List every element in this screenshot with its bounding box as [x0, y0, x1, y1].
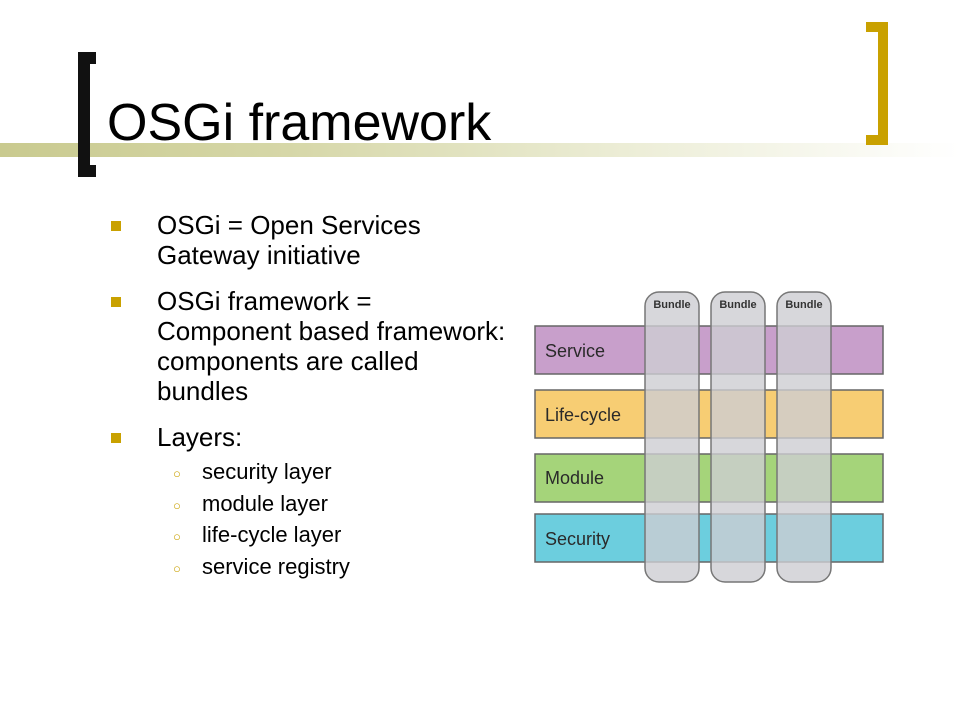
bundle-column: Bundle: [776, 291, 832, 583]
bullet-item: Layers: ○ security layer ○ module layer …: [108, 422, 508, 582]
sub-bullet-text: life-cycle layer: [202, 522, 342, 547]
hollow-circle-bullet-icon: ○: [173, 466, 181, 481]
layer-label: Service: [545, 341, 605, 361]
sub-bullet-list: ○ security layer ○ module layer ○ life-c…: [117, 456, 508, 582]
left-bracket-decoration: [78, 52, 96, 177]
bundle-shape: [644, 291, 700, 583]
bundle-label: Bundle: [653, 299, 690, 311]
bullet-text: OSGi framework = Component based framewo…: [157, 286, 506, 406]
slide-title: OSGi framework: [107, 94, 492, 152]
sub-bullet-item: ○ life-cycle layer: [117, 519, 508, 551]
sub-bullet-text: security layer: [202, 459, 332, 484]
bundle-column: Bundle: [644, 291, 700, 583]
bundle-shape: [710, 291, 766, 583]
sub-bullet-text: service registry: [202, 553, 350, 579]
title-underline-bar: [0, 143, 960, 157]
sub-bullet-item: ○ security layer: [117, 456, 508, 488]
bullet-text: OSGi = Open Services Gateway initiative: [157, 210, 421, 270]
layer-label: Life-cycle: [545, 405, 621, 425]
bundle-shape: [776, 291, 832, 583]
sub-bullet-item: ○ service registry: [117, 551, 508, 583]
bullet-list: OSGi = Open Services Gateway initiative …: [108, 210, 508, 598]
square-bullet-icon: [111, 433, 121, 443]
hollow-circle-bullet-icon: ○: [173, 560, 181, 576]
hollow-circle-bullet-icon: ○: [173, 497, 181, 513]
bundle-label: Bundle: [785, 299, 822, 311]
bullet-item: OSGi = Open Services Gateway initiative: [108, 210, 508, 270]
square-bullet-icon: [111, 221, 121, 231]
sub-bullet-text: module layer: [202, 490, 328, 516]
layer-label: Module: [545, 468, 604, 488]
hollow-circle-bullet-icon: ○: [173, 529, 181, 544]
bundle-label: Bundle: [719, 299, 756, 311]
osgi-layers-diagram: Service Life-cycle Module Security Bundl…: [510, 260, 905, 588]
sub-bullet-item: ○ module layer: [117, 488, 508, 520]
bundle-column: Bundle: [710, 291, 766, 583]
square-bullet-icon: [111, 297, 121, 307]
bullet-text: Layers:: [157, 422, 243, 452]
layer-label: Security: [545, 529, 610, 549]
bullet-item: OSGi framework = Component based framewo…: [108, 286, 508, 406]
right-bracket-decoration: [866, 22, 888, 145]
